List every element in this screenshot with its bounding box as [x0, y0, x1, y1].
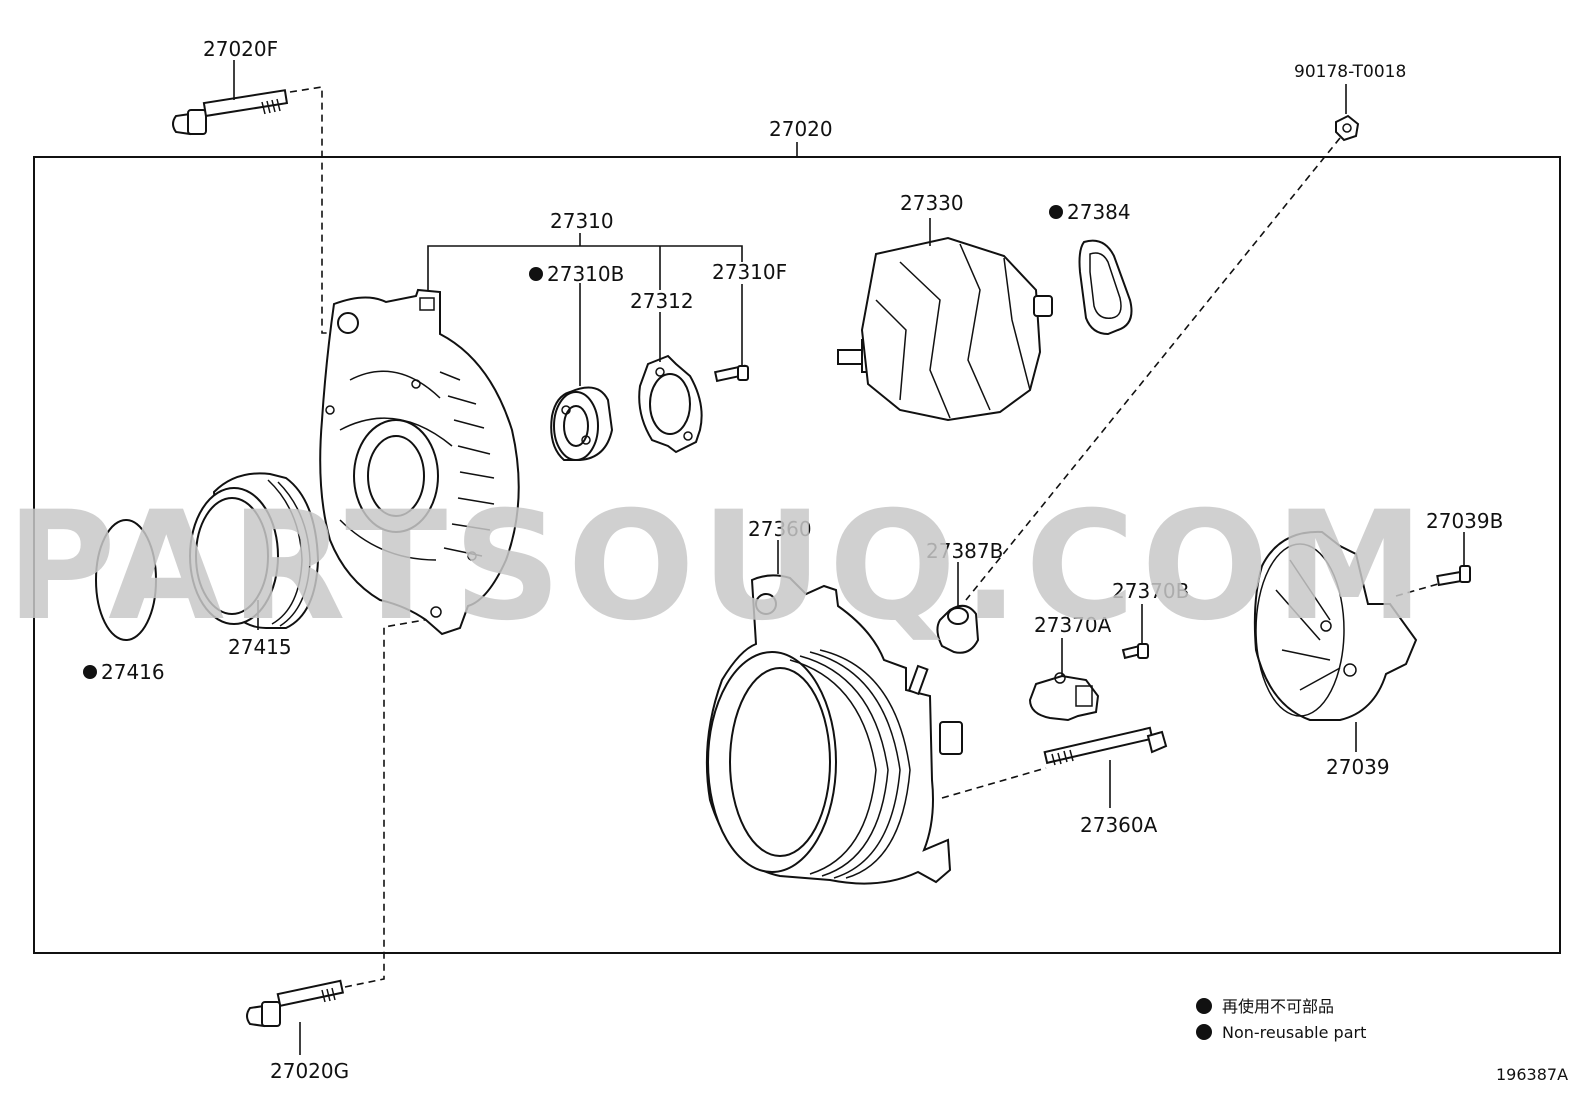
screw-27310f[interactable] [713, 364, 749, 383]
cover-27384[interactable] [1078, 239, 1133, 336]
pulley-27415[interactable] [189, 472, 320, 629]
label-27020[interactable]: 27020 [769, 117, 833, 141]
legend-english-text: Non-reusable part [1222, 1023, 1366, 1042]
nut-90178-t0018[interactable] [1335, 114, 1360, 142]
label-27020f[interactable]: 27020F [203, 37, 278, 61]
label-27312[interactable]: 27312 [630, 289, 694, 313]
watermark: PARTSOUQ.COM [6, 480, 1430, 654]
label-27310f[interactable]: 27310F [712, 260, 787, 284]
label-27387b[interactable]: 27387B [926, 539, 1003, 563]
label-27370a[interactable]: 27370A [1034, 613, 1112, 637]
label-27360[interactable]: 27360 [748, 517, 812, 541]
label-27360a[interactable]: 27360A [1080, 813, 1158, 837]
label-27310[interactable]: 27310 [550, 209, 614, 233]
screw-27370b[interactable] [1121, 643, 1149, 660]
figure-id: 196387A [1496, 1065, 1568, 1084]
rotor-27330[interactable] [837, 236, 1053, 422]
terminal-insulator-27387b[interactable] [936, 604, 980, 654]
nonreusable-dot-27416 [83, 665, 97, 679]
bearing-27310b[interactable] [550, 386, 614, 461]
label-27384[interactable]: 27384 [1067, 200, 1131, 224]
label-27310b[interactable]: 27310B [547, 262, 624, 286]
nonreusable-dot-27384 [1049, 205, 1063, 219]
stator-rear-frame-27360[interactable] [705, 574, 963, 885]
bearing-cover-27416[interactable] [95, 519, 157, 641]
label-27020g[interactable]: 27020G [270, 1059, 349, 1083]
label-27416[interactable]: 27416 [101, 660, 165, 684]
terminal-27370a[interactable] [1028, 672, 1100, 722]
retainer-plate-27312[interactable] [638, 354, 703, 454]
label-27039[interactable]: 27039 [1326, 755, 1390, 779]
label-27415[interactable]: 27415 [228, 635, 292, 659]
legend-dot-japanese [1196, 998, 1212, 1014]
label-27370b[interactable]: 27370B [1112, 579, 1189, 603]
through-bolt-27360a[interactable] [1043, 726, 1168, 766]
label-27039b[interactable]: 27039B [1426, 509, 1503, 533]
legend-dot-english [1196, 1024, 1212, 1040]
drive-end-frame-27310[interactable] [319, 288, 520, 636]
label-27330[interactable]: 27330 [900, 191, 964, 215]
nonreusable-dot-27310b [529, 267, 543, 281]
bolt-27020g[interactable] [246, 979, 345, 1028]
rear-end-cover-27039[interactable] [1253, 530, 1418, 721]
bolt-27039b[interactable] [1436, 565, 1471, 587]
label-90178-t0018[interactable]: 90178-T0018 [1294, 62, 1406, 82]
legend-japanese-text: 再使用不可部品 [1222, 997, 1334, 1016]
legend: 再使用不可部品 Non-reusable part [1196, 997, 1366, 1042]
bolt-27020f[interactable] [172, 89, 289, 136]
